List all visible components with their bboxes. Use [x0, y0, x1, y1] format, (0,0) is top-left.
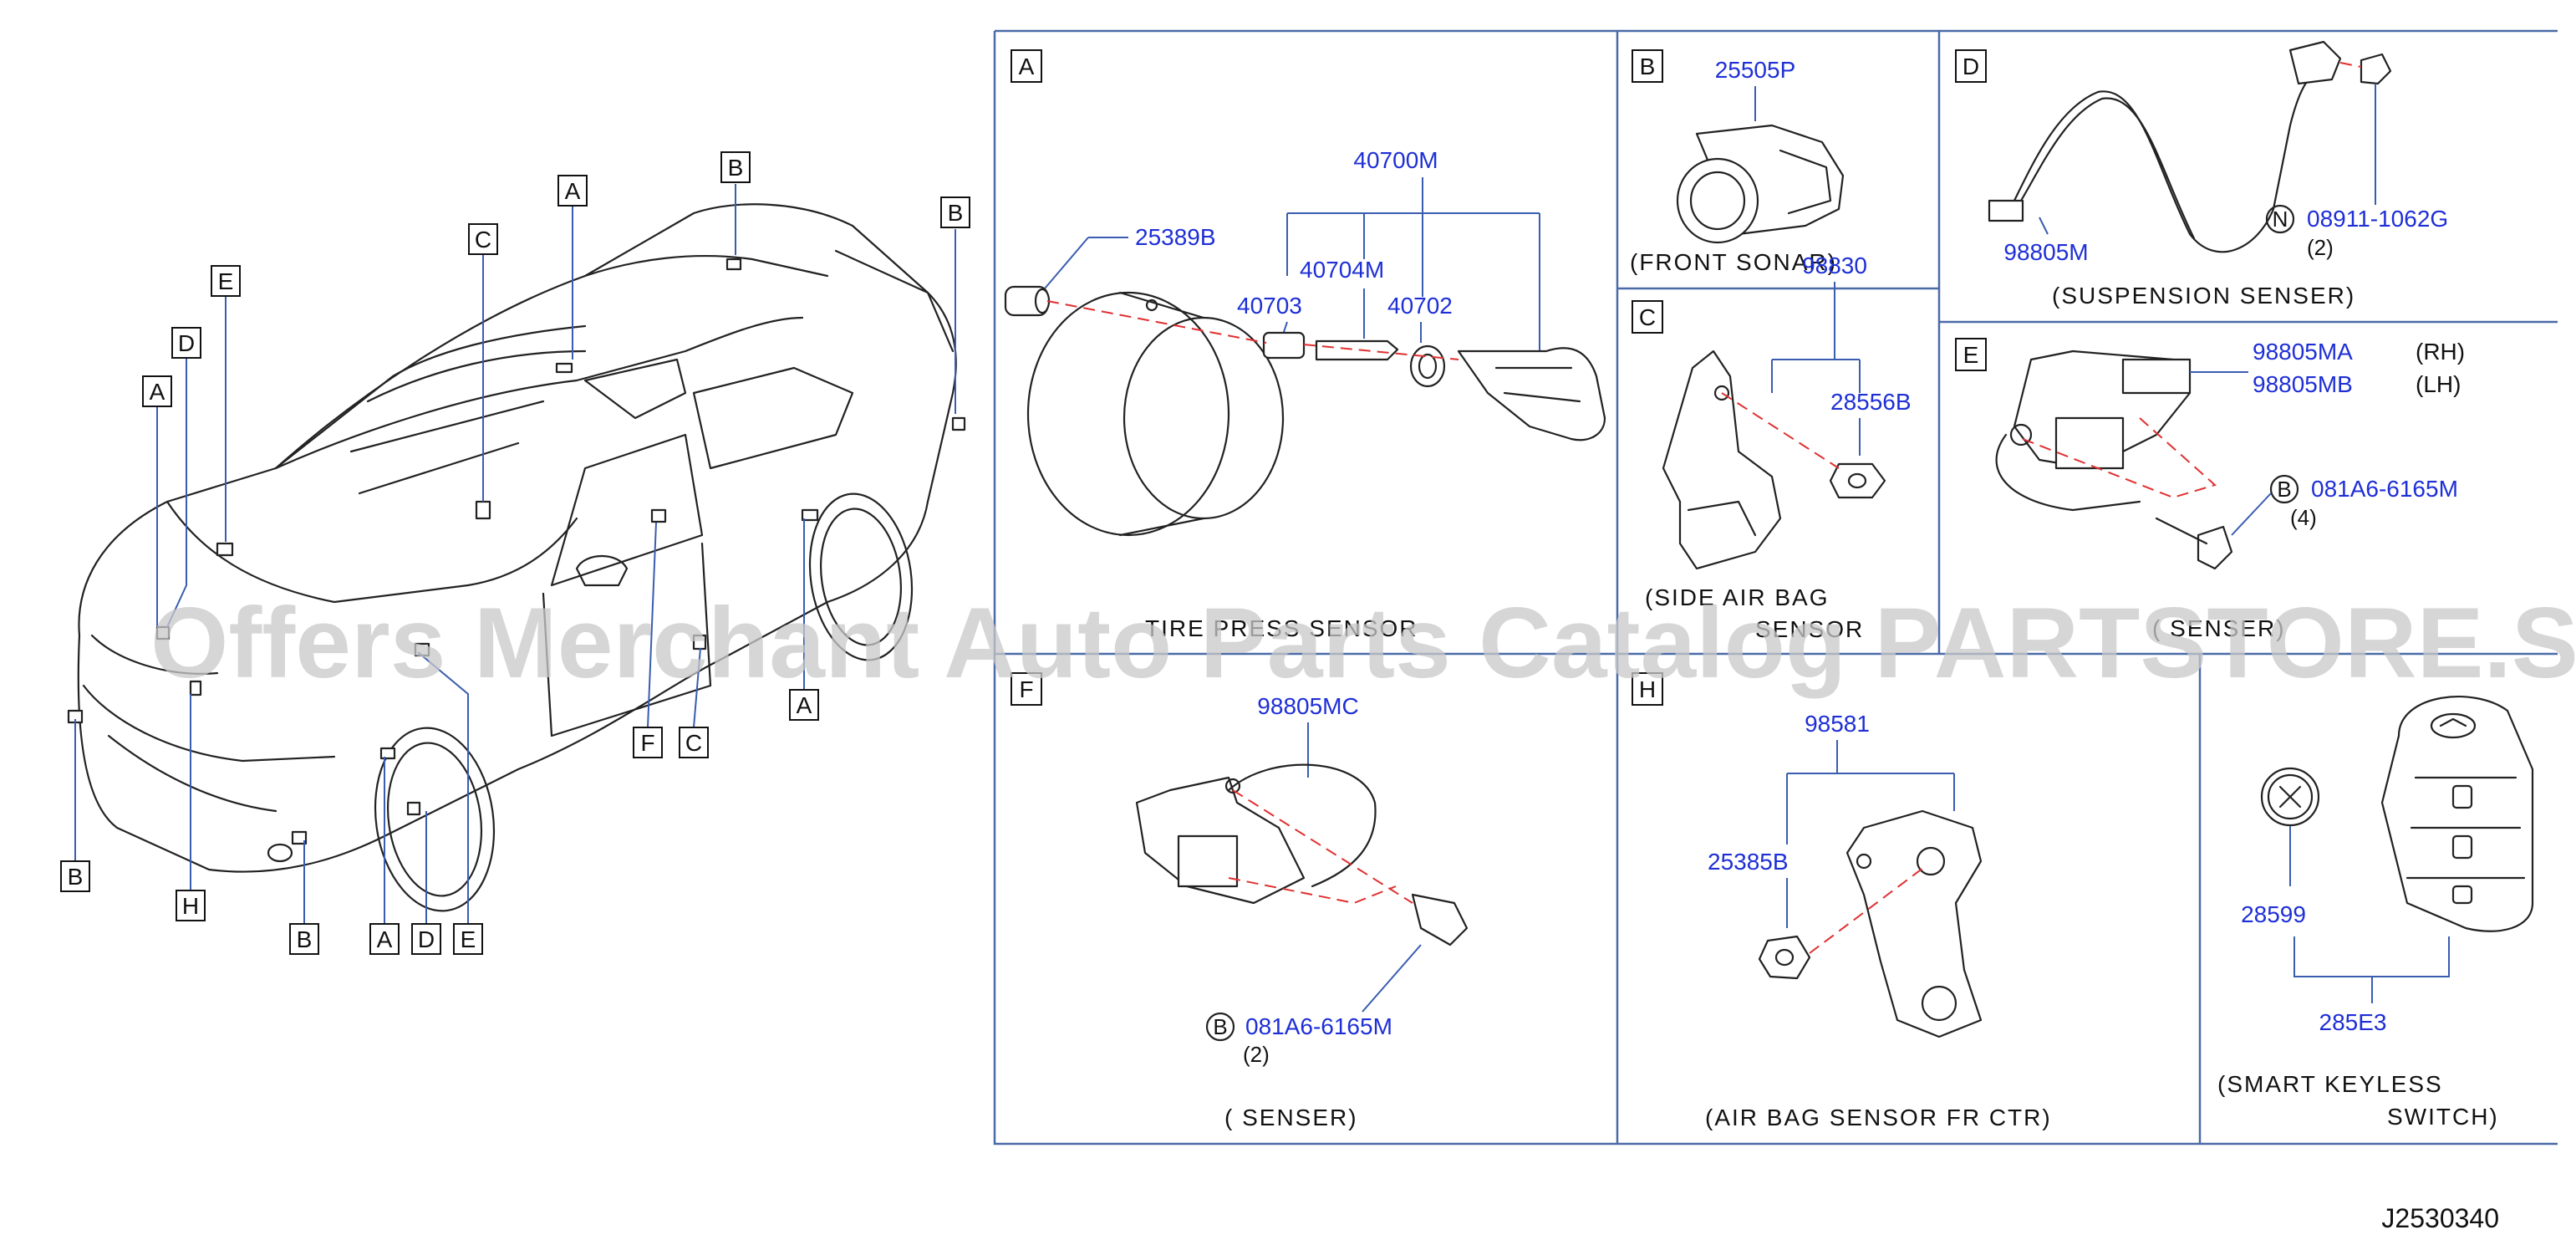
part-40703[interactable]: 40703 — [1237, 293, 1302, 319]
part-98830[interactable]: 98830 — [1802, 253, 1867, 278]
panel-k: 28599 285E3 (SMART KEYLESS SWITCH) — [2217, 696, 2534, 1130]
panel-h-caption: (AIR BAG SENSOR FR CTR) — [1705, 1105, 2052, 1130]
svg-text:B: B — [1213, 1014, 1227, 1039]
panel-d: D 98805M N 08911-1062G (2) (SUSPENSION S… — [1955, 40, 2448, 309]
svg-text:(2): (2) — [2307, 235, 2334, 260]
svg-text:B: B — [728, 155, 744, 181]
overview-label-a-roof: A — [557, 175, 588, 207]
panel-h: H 98581 25385B (AIR BAG SENSOR FR CTR) — [1632, 672, 2052, 1130]
panel-frames — [993, 29, 2558, 1146]
svg-text:H: H — [182, 893, 199, 919]
part-40704M[interactable]: 40704M — [1300, 257, 1384, 283]
svg-text:B: B — [68, 864, 84, 890]
overview-label-d-left: D — [171, 327, 201, 359]
overview-label-b-front: B — [60, 860, 90, 892]
overview-label-f: F — [633, 727, 663, 758]
overview-label-b-rear: B — [940, 196, 970, 228]
part-28599[interactable]: 28599 — [2241, 901, 2306, 927]
svg-text:E: E — [461, 926, 476, 952]
svg-text:C: C — [475, 227, 491, 253]
panel-c-caption-1: (SIDE AIR BAG — [1645, 584, 1830, 610]
part-25385B[interactable]: 25385B — [1708, 849, 1789, 875]
part-98581[interactable]: 98581 — [1805, 711, 1870, 737]
svg-text:F: F — [640, 730, 654, 756]
panel-c: C 98830 28556B (SIDE AIR BAG SENSOR — [1632, 253, 1912, 642]
panel-k-caption-1: (SMART KEYLESS — [2217, 1071, 2443, 1097]
svg-text:B: B — [948, 200, 964, 226]
svg-text:D: D — [418, 926, 435, 952]
panel-a-caption: TIRE PRESS SENSOR — [1145, 615, 1418, 641]
car-body-outline — [77, 203, 957, 873]
vehicle-overview: A B C E D A B B — [60, 151, 970, 955]
svg-text:(RH): (RH) — [2416, 339, 2465, 365]
panel-c-caption-2: SENSOR — [1755, 616, 1864, 642]
overview-label-e-left: E — [211, 265, 241, 297]
overview-label-a-left: A — [142, 375, 172, 407]
svg-text:D: D — [178, 330, 195, 356]
part-081A6-6165M-f[interactable]: 081A6-6165M — [1245, 1013, 1392, 1039]
overview-label-c-top: C — [468, 223, 498, 255]
panel-a-letter: A — [1019, 54, 1035, 79]
part-40702[interactable]: 40702 — [1387, 293, 1453, 319]
part-285E3[interactable]: 285E3 — [2319, 1009, 2387, 1035]
svg-text:C: C — [1639, 304, 1656, 330]
svg-text:(LH): (LH) — [2416, 371, 2461, 397]
svg-text:C: C — [685, 730, 702, 756]
overview-label-b-bumper: B — [289, 923, 319, 955]
svg-text:H: H — [1639, 676, 1656, 702]
overview-label-b-roof: B — [720, 151, 751, 183]
part-98805MA[interactable]: 98805MA — [2253, 339, 2353, 365]
overview-label-a-rear-door: A — [789, 689, 819, 721]
panel-d-mark: N — [2273, 207, 2288, 232]
part-98805MC[interactable]: 98805MC — [1257, 693, 1358, 719]
overview-label-e-wheel: E — [453, 923, 483, 955]
overview-label-d-wheel: D — [411, 923, 441, 955]
svg-text:A: A — [565, 178, 581, 204]
panel-b-caption: (FRONT SONAR) — [1630, 249, 1837, 275]
overview-label-a-wheel: A — [369, 923, 400, 955]
svg-text:B: B — [1640, 54, 1656, 79]
overview-label-h: H — [176, 890, 206, 921]
part-081A6-6165M-e[interactable]: 081A6-6165M — [2311, 476, 2458, 502]
overview-label-c-door: C — [679, 727, 709, 758]
part-98805MB[interactable]: 98805MB — [2253, 371, 2353, 397]
panel-e: E 98805MA (RH) 98805MB (LH) B 081A6-6165… — [1955, 338, 2465, 641]
panel-f: F 98805MC B 081A6-6165M (2) ( SENSER) — [1011, 672, 1469, 1130]
panel-a: A 40700M 25389B 40704M 40703 40702 TIRE … — [1004, 49, 1606, 641]
part-08911-1062G[interactable]: 08911-1062G — [2307, 206, 2448, 232]
svg-text:E: E — [218, 268, 234, 294]
svg-text:A: A — [377, 926, 393, 952]
part-25389B[interactable]: 25389B — [1135, 224, 1216, 250]
panel-b: B 25505P (FRONT SONAR) — [1630, 49, 1845, 275]
panel-k-caption-2: SWITCH) — [2387, 1104, 2499, 1130]
watermark-text: Offers Merchant Auto Parts Catalog PARTS… — [150, 587, 2576, 699]
svg-text:E: E — [1963, 342, 1979, 368]
svg-text:A: A — [797, 692, 812, 718]
part-28556B[interactable]: 28556B — [1830, 389, 1912, 415]
svg-text:B: B — [2277, 477, 2291, 502]
part-98805M[interactable]: 98805M — [2003, 239, 2088, 265]
diagram-id: J2530340 — [2381, 1203, 2499, 1233]
panel-f-caption: ( SENSER) — [1224, 1105, 1358, 1130]
svg-text:(4): (4) — [2290, 505, 2317, 530]
svg-text:F: F — [1019, 676, 1033, 702]
svg-text:D: D — [1963, 54, 1979, 79]
part-40700M[interactable]: 40700M — [1353, 147, 1438, 173]
part-25505P[interactable]: 25505P — [1715, 57, 1796, 83]
svg-text:(2): (2) — [1243, 1042, 1270, 1067]
svg-text:A: A — [150, 379, 165, 405]
panel-e-caption: ( SENSER) — [2152, 615, 2286, 641]
panel-d-caption: (SUSPENSION SENSER) — [2052, 283, 2355, 309]
svg-text:B: B — [297, 926, 313, 952]
